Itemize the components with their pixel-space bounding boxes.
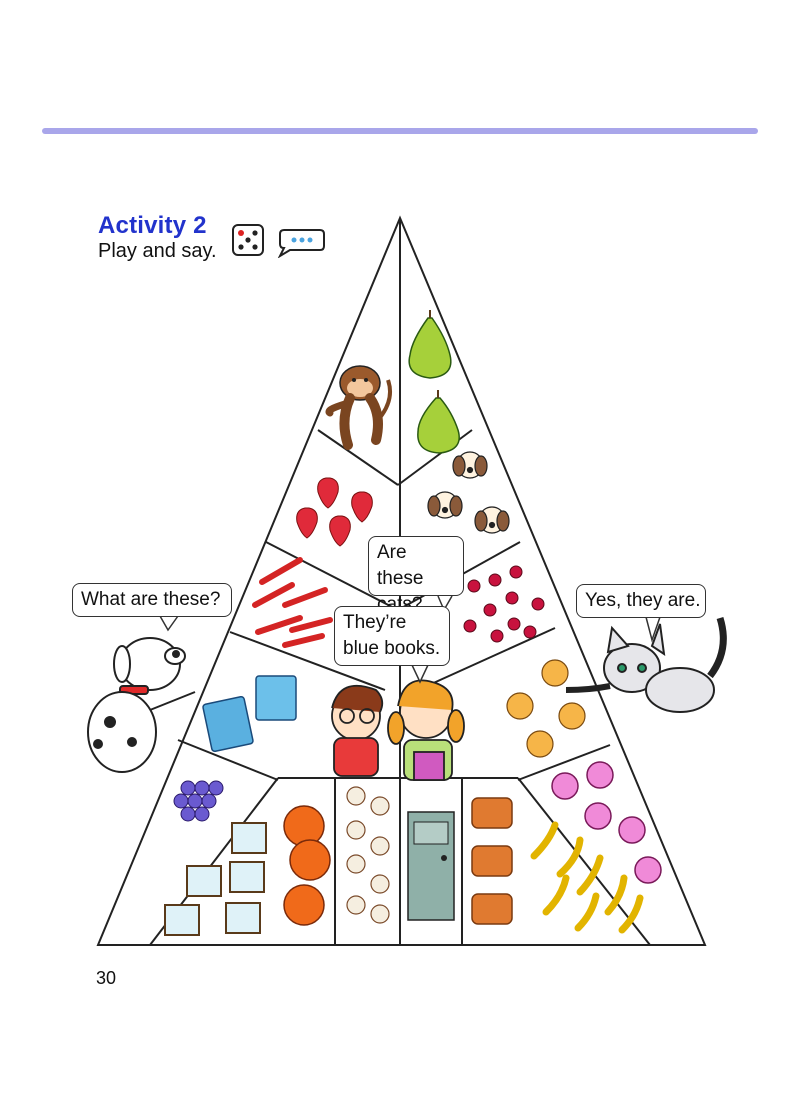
- door-illustration: [407, 811, 455, 921]
- dice-icon: [232, 224, 264, 256]
- girl-character-illustration: [387, 679, 465, 781]
- windows-illustration: [164, 822, 267, 936]
- speech-bubble-cat: Yes, they are.: [576, 584, 706, 618]
- pears-illustration: [408, 310, 460, 454]
- speech-bubble-boy-question: Are these cats?: [368, 536, 464, 615]
- page-number: 30: [96, 968, 117, 988]
- grapes-illustration: [173, 780, 224, 822]
- cherries-illustration: [463, 565, 545, 643]
- dog-character-illustration: [87, 637, 196, 773]
- cat-character-illustration: [565, 616, 727, 713]
- dogs-illustration: [427, 451, 510, 534]
- speech-bubble-icon: [277, 229, 325, 258]
- activity-instruction: Play and say.: [98, 240, 217, 262]
- books-illustration: [202, 675, 297, 753]
- speech-bubble-tails: [159, 595, 661, 684]
- pies-illustration: [471, 797, 513, 925]
- top-divider: [42, 128, 758, 134]
- oranges-illustration: [283, 805, 331, 926]
- speech-bubble-boy-answer: They’re blue books.: [334, 606, 450, 666]
- monkey-illustration: [325, 365, 392, 450]
- boy-character-illustration: [331, 684, 384, 777]
- pencils-illustration: [252, 557, 333, 648]
- baseballs-illustration: [346, 786, 390, 924]
- speech-bubble-dog: What are these?: [72, 583, 232, 617]
- activity-title: Activity 2: [98, 212, 207, 239]
- bananas-illustration: [530, 821, 644, 934]
- clocks-illustration: [551, 761, 662, 884]
- strawberries-illustration: [296, 477, 373, 547]
- cats-illustration: [506, 659, 586, 758]
